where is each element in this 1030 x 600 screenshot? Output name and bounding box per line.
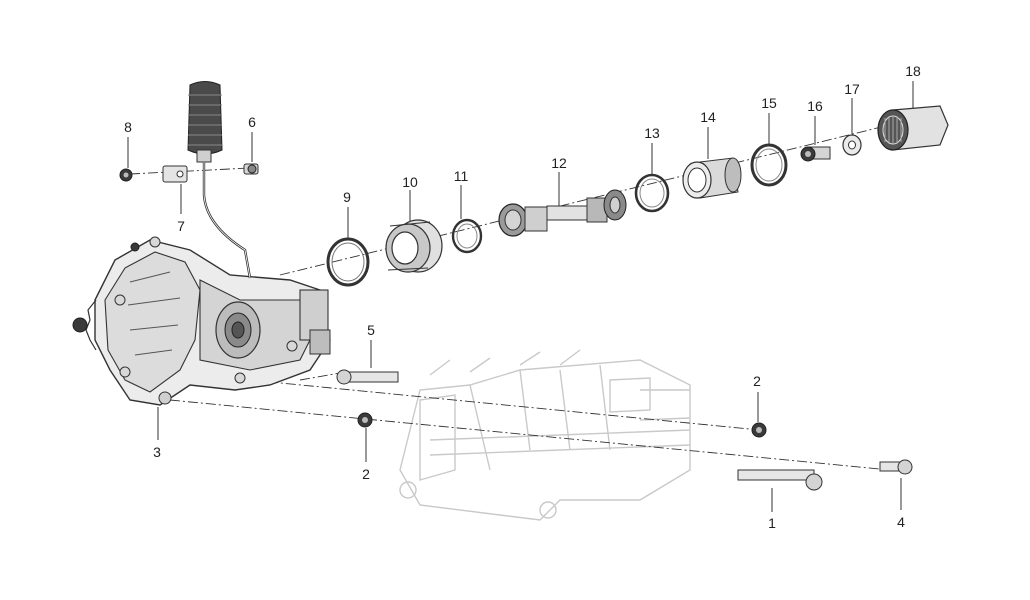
callout-7: 7: [177, 218, 185, 234]
callout-12: 12: [551, 155, 567, 171]
callout-6: 6: [248, 114, 256, 130]
callout-1: 1: [768, 515, 776, 531]
leader-lines: [127, 81, 914, 512]
gearbox-housing: [72, 236, 331, 406]
callout-4: 4: [897, 514, 905, 530]
callout-10: 10: [402, 174, 418, 190]
callout-8: 8: [124, 119, 132, 135]
shaft-train-parts: [326, 105, 949, 287]
callout-15: 15: [761, 95, 777, 111]
callout-5: 5: [367, 322, 375, 338]
background-frame: [399, 349, 691, 521]
callout-13: 13: [644, 125, 660, 141]
small-hardware: [119, 163, 259, 183]
callout-2-upper: 2: [753, 373, 761, 389]
callout-11: 11: [453, 168, 469, 184]
callout-16: 16: [807, 98, 823, 114]
callout-17: 17: [844, 81, 860, 97]
callout-14: 14: [700, 109, 716, 125]
callout-3: 3: [153, 444, 161, 460]
mounting-bolts: [336, 369, 913, 491]
callout-18: 18: [905, 63, 921, 79]
callout-9: 9: [343, 189, 351, 205]
breather-assembly: [187, 81, 252, 279]
callout-2-lower: 2: [362, 466, 370, 482]
